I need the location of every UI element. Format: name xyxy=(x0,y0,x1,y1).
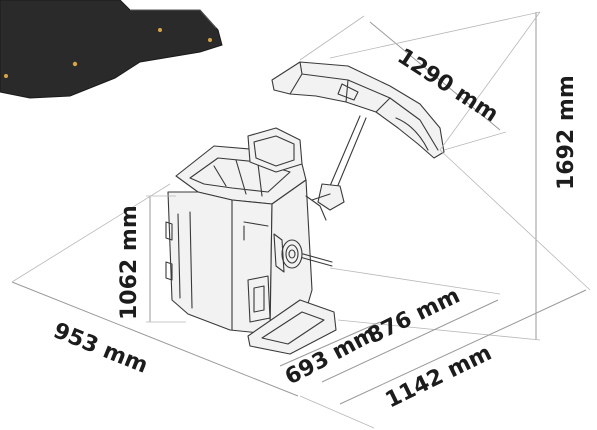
dark-product-fragment xyxy=(0,0,223,99)
shaft-flange xyxy=(273,233,333,273)
hood xyxy=(271,61,445,159)
cabinet xyxy=(165,127,337,355)
hood-arm xyxy=(317,115,367,211)
wheel-balancer-drawing xyxy=(165,61,445,355)
label-depth: 953 mm xyxy=(50,318,152,378)
dimension-labels: 1290 mm 1692 mm 1062 mm 953 mm 693 mm 87… xyxy=(50,44,579,413)
label-body-height: 1062 mm xyxy=(117,205,142,320)
dimension-lines xyxy=(11,11,591,429)
label-total-height: 1692 mm xyxy=(554,75,579,190)
